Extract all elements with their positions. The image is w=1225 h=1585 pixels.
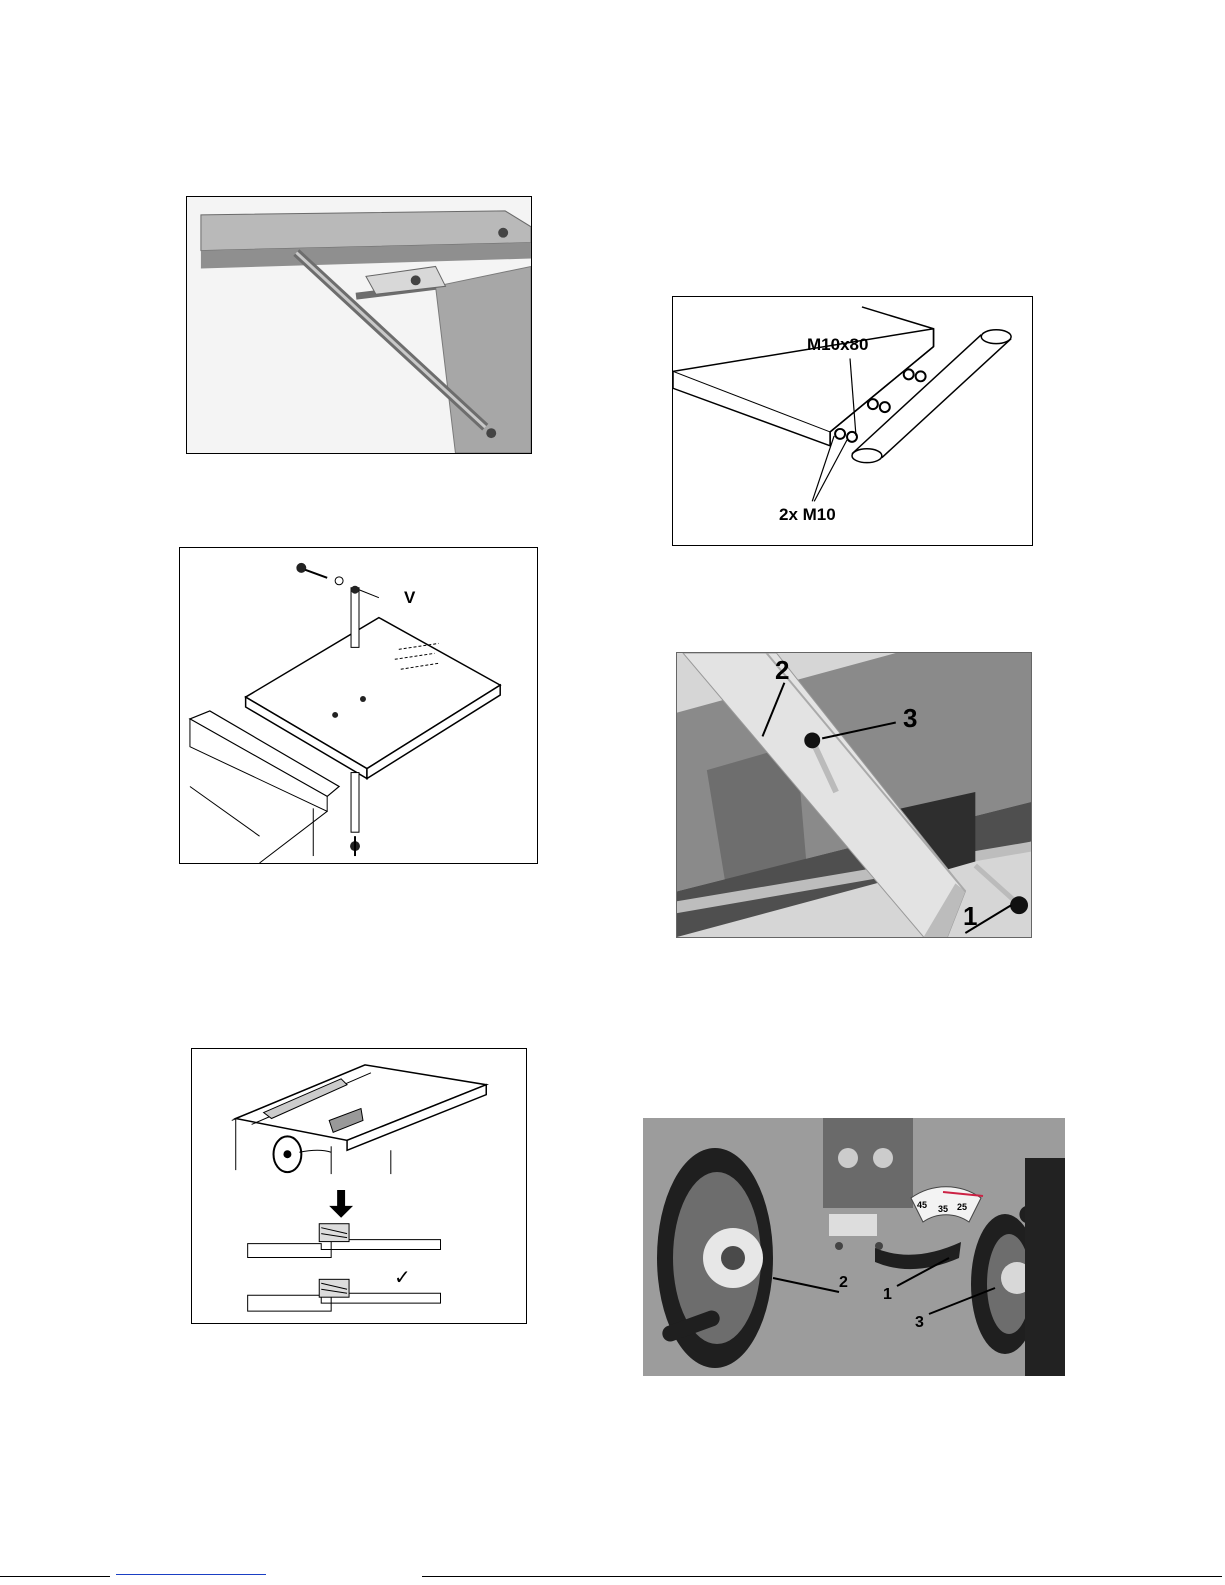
fence-callout-3: 3 [903, 703, 917, 734]
scale-tick-45: 45 [917, 1200, 927, 1210]
bolt-marker-label: V [404, 588, 415, 608]
table-level-drawing: ✓ [191, 1048, 527, 1324]
rip-fence-illustration [677, 653, 1031, 937]
footer-rule-left [0, 1576, 110, 1577]
scale-tick-35: 35 [938, 1204, 948, 1214]
check-mark: ✓ [394, 1265, 411, 1290]
handwheels-illustration [643, 1118, 1065, 1376]
extension-table-illustration [180, 548, 537, 863]
scale-tick-25: 25 [957, 1202, 967, 1212]
support-bracket-photo [186, 196, 532, 454]
fence-rail-drawing: M10x80 2x M10 [672, 296, 1033, 546]
bolt-size-label: M10x80 [807, 335, 868, 355]
extension-table-drawing: V [179, 547, 538, 864]
footer-link-underline[interactable] [116, 1574, 266, 1575]
wheel-callout-3: 3 [915, 1314, 924, 1332]
handwheels-photo: 45 35 25 2 1 3 [643, 1118, 1065, 1376]
support-bracket-illustration [187, 197, 531, 453]
rip-fence-photo: 2 3 1 [676, 652, 1032, 938]
nut-size-label: 2x M10 [779, 505, 836, 525]
fence-callout-2: 2 [775, 655, 789, 686]
wheel-callout-1: 1 [883, 1286, 892, 1304]
wheel-callout-2: 2 [839, 1274, 848, 1292]
table-level-illustration [192, 1049, 526, 1323]
fence-callout-1: 1 [963, 901, 977, 932]
footer-rule-right [422, 1576, 1222, 1577]
